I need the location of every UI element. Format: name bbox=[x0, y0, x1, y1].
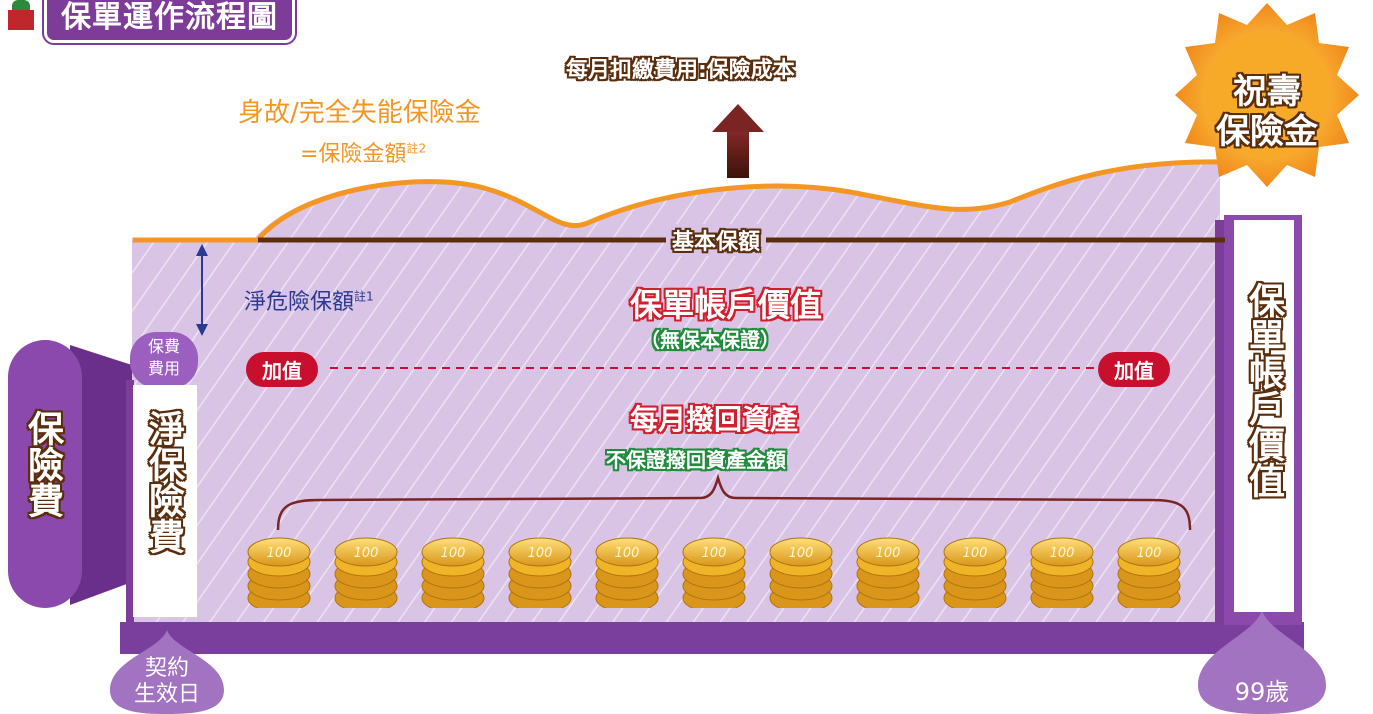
coin-stack-icon: 100 bbox=[769, 537, 833, 608]
add-value-left-badge: 加值 bbox=[246, 352, 318, 387]
deduction-arrow-head bbox=[712, 104, 764, 132]
death-benefit-line2: =保險金額註2 bbox=[300, 136, 426, 168]
longevity-line1: 祝壽 bbox=[1233, 72, 1301, 112]
coin-stack-icon: 100 bbox=[247, 537, 311, 608]
policy-value-vertical-label: 保單帳戶價值 bbox=[1243, 282, 1284, 498]
monthly-return-title: 每月撥回資產 bbox=[630, 403, 799, 436]
coin-label: 100 bbox=[615, 546, 640, 561]
coin-row: 100 100 100 100 100 100 100 100 100 100 100 bbox=[246, 532, 1190, 612]
coin-label: 100 bbox=[267, 546, 292, 561]
coin-stack-icon: 100 bbox=[856, 537, 920, 608]
longevity-line2: 保險金 bbox=[1216, 112, 1318, 152]
coin-stack-icon: 100 bbox=[508, 537, 572, 608]
left-frame-bar bbox=[126, 380, 134, 630]
coin-stack-icon: 100 bbox=[595, 537, 659, 608]
coin-label: 100 bbox=[876, 546, 901, 561]
page-title: 保單運作流程圖 bbox=[44, 0, 295, 43]
sun-badge bbox=[1175, 3, 1359, 187]
policy-value-column bbox=[1234, 220, 1294, 612]
coin-label: 100 bbox=[789, 546, 814, 561]
coin-label: 100 bbox=[354, 546, 379, 561]
coin-stack-icon: 100 bbox=[943, 537, 1007, 608]
coin-stack-icon: 100 bbox=[1030, 537, 1094, 608]
premium-fee-line2: 費用 bbox=[147, 359, 180, 378]
death-benefit-note: 註2 bbox=[406, 141, 427, 156]
timeline-bar bbox=[120, 622, 1304, 654]
start-line2: 生效日 bbox=[133, 682, 200, 707]
end-age-label: 99歲 bbox=[1234, 678, 1290, 706]
net-premium-label: 淨保險費 bbox=[143, 410, 184, 554]
end-drop bbox=[1198, 610, 1326, 714]
premium-fee-badge: 保費 費用 bbox=[130, 332, 198, 388]
coin-stack-icon: 100 bbox=[1117, 537, 1181, 608]
start-line1: 契約 bbox=[144, 656, 189, 681]
add-value-right-badge: 加值 bbox=[1098, 352, 1170, 387]
longevity-benefit: 祝壽 保險金 bbox=[1207, 72, 1327, 152]
basic-amount-label: 基本保額 bbox=[666, 224, 767, 256]
coin-label: 100 bbox=[441, 546, 466, 561]
policy-value-sub: （無保本保證） bbox=[640, 328, 780, 352]
net-premium-column bbox=[133, 385, 197, 617]
account-value-area bbox=[132, 160, 1220, 625]
coin-label: 100 bbox=[1137, 546, 1162, 561]
start-date-label: 契約 生效日 bbox=[110, 656, 224, 708]
premium-label: 保險費 bbox=[22, 410, 63, 518]
death-benefit-curve bbox=[133, 159, 1226, 243]
coin-stack-icon: 100 bbox=[334, 537, 398, 608]
coin-label: 100 bbox=[702, 546, 727, 561]
death-benefit-formula: =保險金額 bbox=[300, 142, 407, 167]
premium-funnel bbox=[70, 345, 132, 605]
monthly-return-sub: 不保證撥回資產金額 bbox=[606, 448, 786, 472]
coin-label: 100 bbox=[528, 546, 553, 561]
net-risk-note: 註1 bbox=[354, 289, 374, 304]
premium-pill bbox=[8, 340, 82, 608]
gift-icon bbox=[8, 0, 34, 30]
coin-label: 100 bbox=[1050, 546, 1075, 561]
policy-value-title: 保單帳戶價值 bbox=[630, 286, 823, 324]
death-benefit-line1: 身故/完全失能保險金 bbox=[238, 98, 481, 128]
coin-stack-icon: 100 bbox=[421, 537, 485, 608]
start-drop bbox=[110, 630, 224, 714]
monthly-deduction-label: 每月扣繳費用:保險成本 bbox=[566, 58, 795, 83]
coin-stack-icon: 100 bbox=[682, 537, 746, 608]
net-risk-text: 淨危險保額 bbox=[244, 290, 355, 315]
coin-label: 100 bbox=[963, 546, 988, 561]
title-block: 保單運作流程圖 bbox=[8, 0, 295, 43]
net-risk-label: 淨危險保額註1 bbox=[244, 284, 374, 316]
deduction-arrow-shaft bbox=[727, 128, 749, 178]
coin-brace bbox=[276, 473, 1192, 531]
premium-fee-line1: 保費 bbox=[147, 337, 180, 356]
